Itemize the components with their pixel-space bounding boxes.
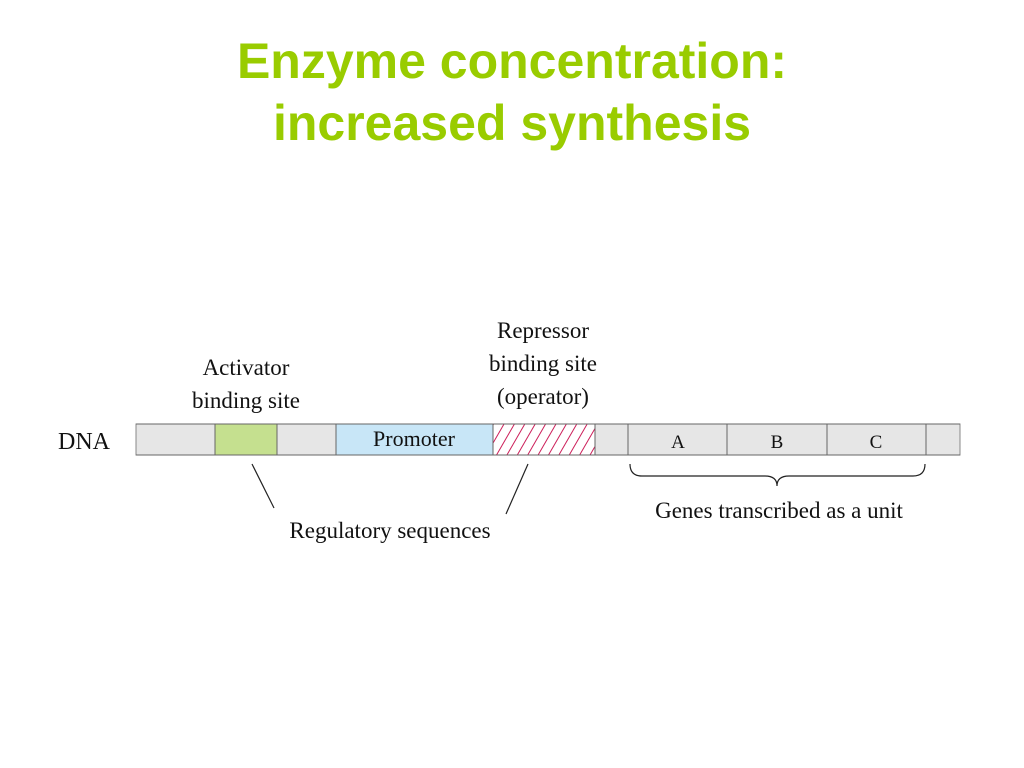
repressor-label-line-2: binding site	[489, 351, 597, 376]
promoter-label: Promoter	[373, 426, 456, 451]
gene-b-label: B	[771, 432, 784, 453]
repressor-label: Repressor binding site (operator)	[489, 318, 597, 409]
slide-title: Enzyme concentration: increased synthesi…	[0, 30, 1024, 154]
dna-label: DNA	[58, 429, 111, 455]
operator-region	[492, 423, 596, 456]
activator-label-line-2: binding site	[192, 388, 300, 413]
promoter-region	[335, 423, 494, 456]
genes-transcribed-label: Genes transcribed as a unit	[655, 498, 903, 523]
dna-strip	[135, 423, 961, 456]
repressor-label-line-1: Repressor	[497, 318, 589, 343]
activator-label-line-1: Activator	[203, 355, 290, 380]
repressor-label-line-3: (operator)	[497, 384, 589, 409]
regulatory-pointer-right	[505, 463, 529, 515]
regulatory-sequences-label: Regulatory sequences	[289, 518, 490, 543]
activator-binding-site	[214, 423, 278, 456]
title-line-1: Enzyme concentration:	[236, 33, 788, 89]
genes-brace	[629, 463, 926, 487]
gene-a-label: A	[671, 432, 685, 453]
gene-c-label: C	[870, 432, 883, 453]
title-line-2: increased synthesis	[272, 95, 752, 151]
activator-label: Activator binding site	[192, 355, 300, 413]
regulatory-pointer-left	[251, 463, 275, 509]
